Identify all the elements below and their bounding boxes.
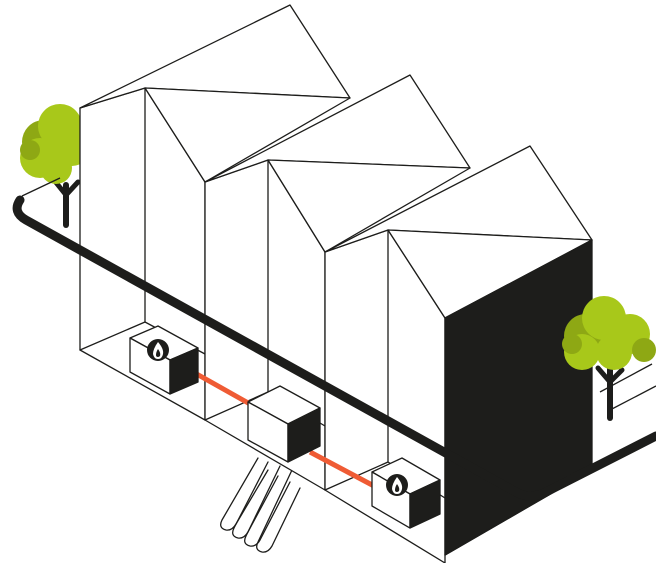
flame-icon: [147, 339, 169, 361]
heat-exchanger-unit: [247, 385, 321, 463]
tree-left: [20, 104, 90, 228]
boiler-unit-left: [129, 325, 199, 395]
ground-loop-icon: [220, 457, 301, 553]
flame-icon: [386, 474, 408, 496]
tree-right: [562, 296, 656, 421]
tree-icon: [20, 104, 90, 184]
boiler-unit-right: [371, 457, 441, 529]
tree-icon: [562, 296, 656, 370]
